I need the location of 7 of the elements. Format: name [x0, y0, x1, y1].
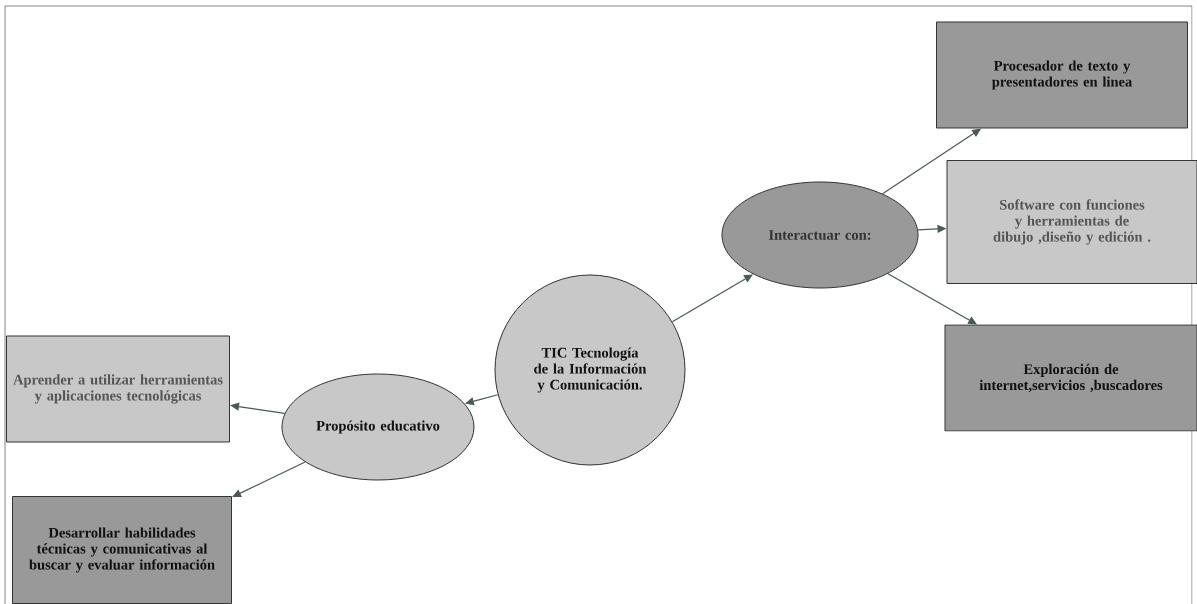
arrow [232, 461, 306, 498]
item-box: Procesador de texto y presentadores en linea [936, 21, 1188, 129]
item-box: Aprender a utilizar herramientas y aplicaciones tecnológicas [6, 335, 230, 443]
item-box: Exploración de internet,servicios ,buscadores [944, 324, 1197, 432]
arrow [230, 402, 286, 414]
item-box: Desarrollar habilidades técnicas y comunicativas al buscar y evaluar información [12, 496, 232, 604]
item-box: Software con funciones y herramientas de dibujo ,diseño y edición . [946, 160, 1197, 284]
